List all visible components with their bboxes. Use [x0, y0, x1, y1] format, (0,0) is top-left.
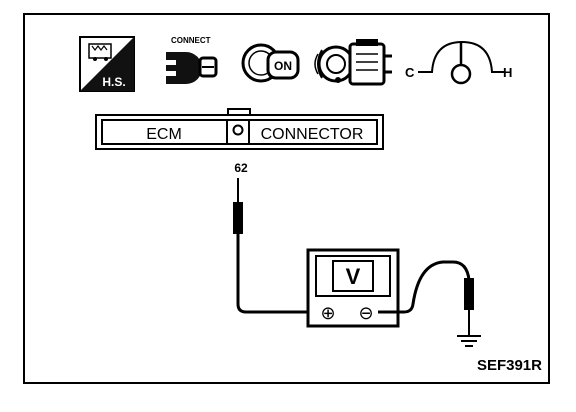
positive-probe-lead — [233, 178, 322, 314]
negative-probe-lead — [378, 260, 474, 336]
ground-symbol — [457, 335, 481, 347]
ignition-on-label: ON — [274, 59, 292, 73]
positive-terminal-symbol: ⊕ — [320, 303, 335, 323]
temp-hot-label: H — [503, 65, 512, 80]
terminal-number: 62 — [234, 161, 248, 175]
ecm-connector: ECM CONNECTOR — [95, 108, 384, 150]
connect-plug-icon: CONNECT — [166, 36, 218, 84]
hot-start-label: H.S. — [102, 75, 125, 89]
temp-cold-label: C — [405, 65, 415, 80]
engine-running-icon — [314, 39, 392, 86]
hot-start-icon: H.S. — [79, 36, 135, 92]
ecm-label: ECM — [146, 126, 182, 143]
figure-code: SEF391R — [477, 357, 542, 374]
connector-label: CONNECTOR — [261, 126, 364, 143]
voltmeter: V ⊕ ⊖ — [306, 248, 400, 328]
negative-terminal-symbol: ⊖ — [358, 303, 373, 323]
temperature-gauge-icon: C H — [405, 40, 512, 85]
connect-label: CONNECT — [171, 36, 211, 45]
voltmeter-display: V — [346, 264, 361, 289]
terminal-hole — [232, 124, 244, 136]
ignition-on-icon: ON — [241, 43, 300, 83]
